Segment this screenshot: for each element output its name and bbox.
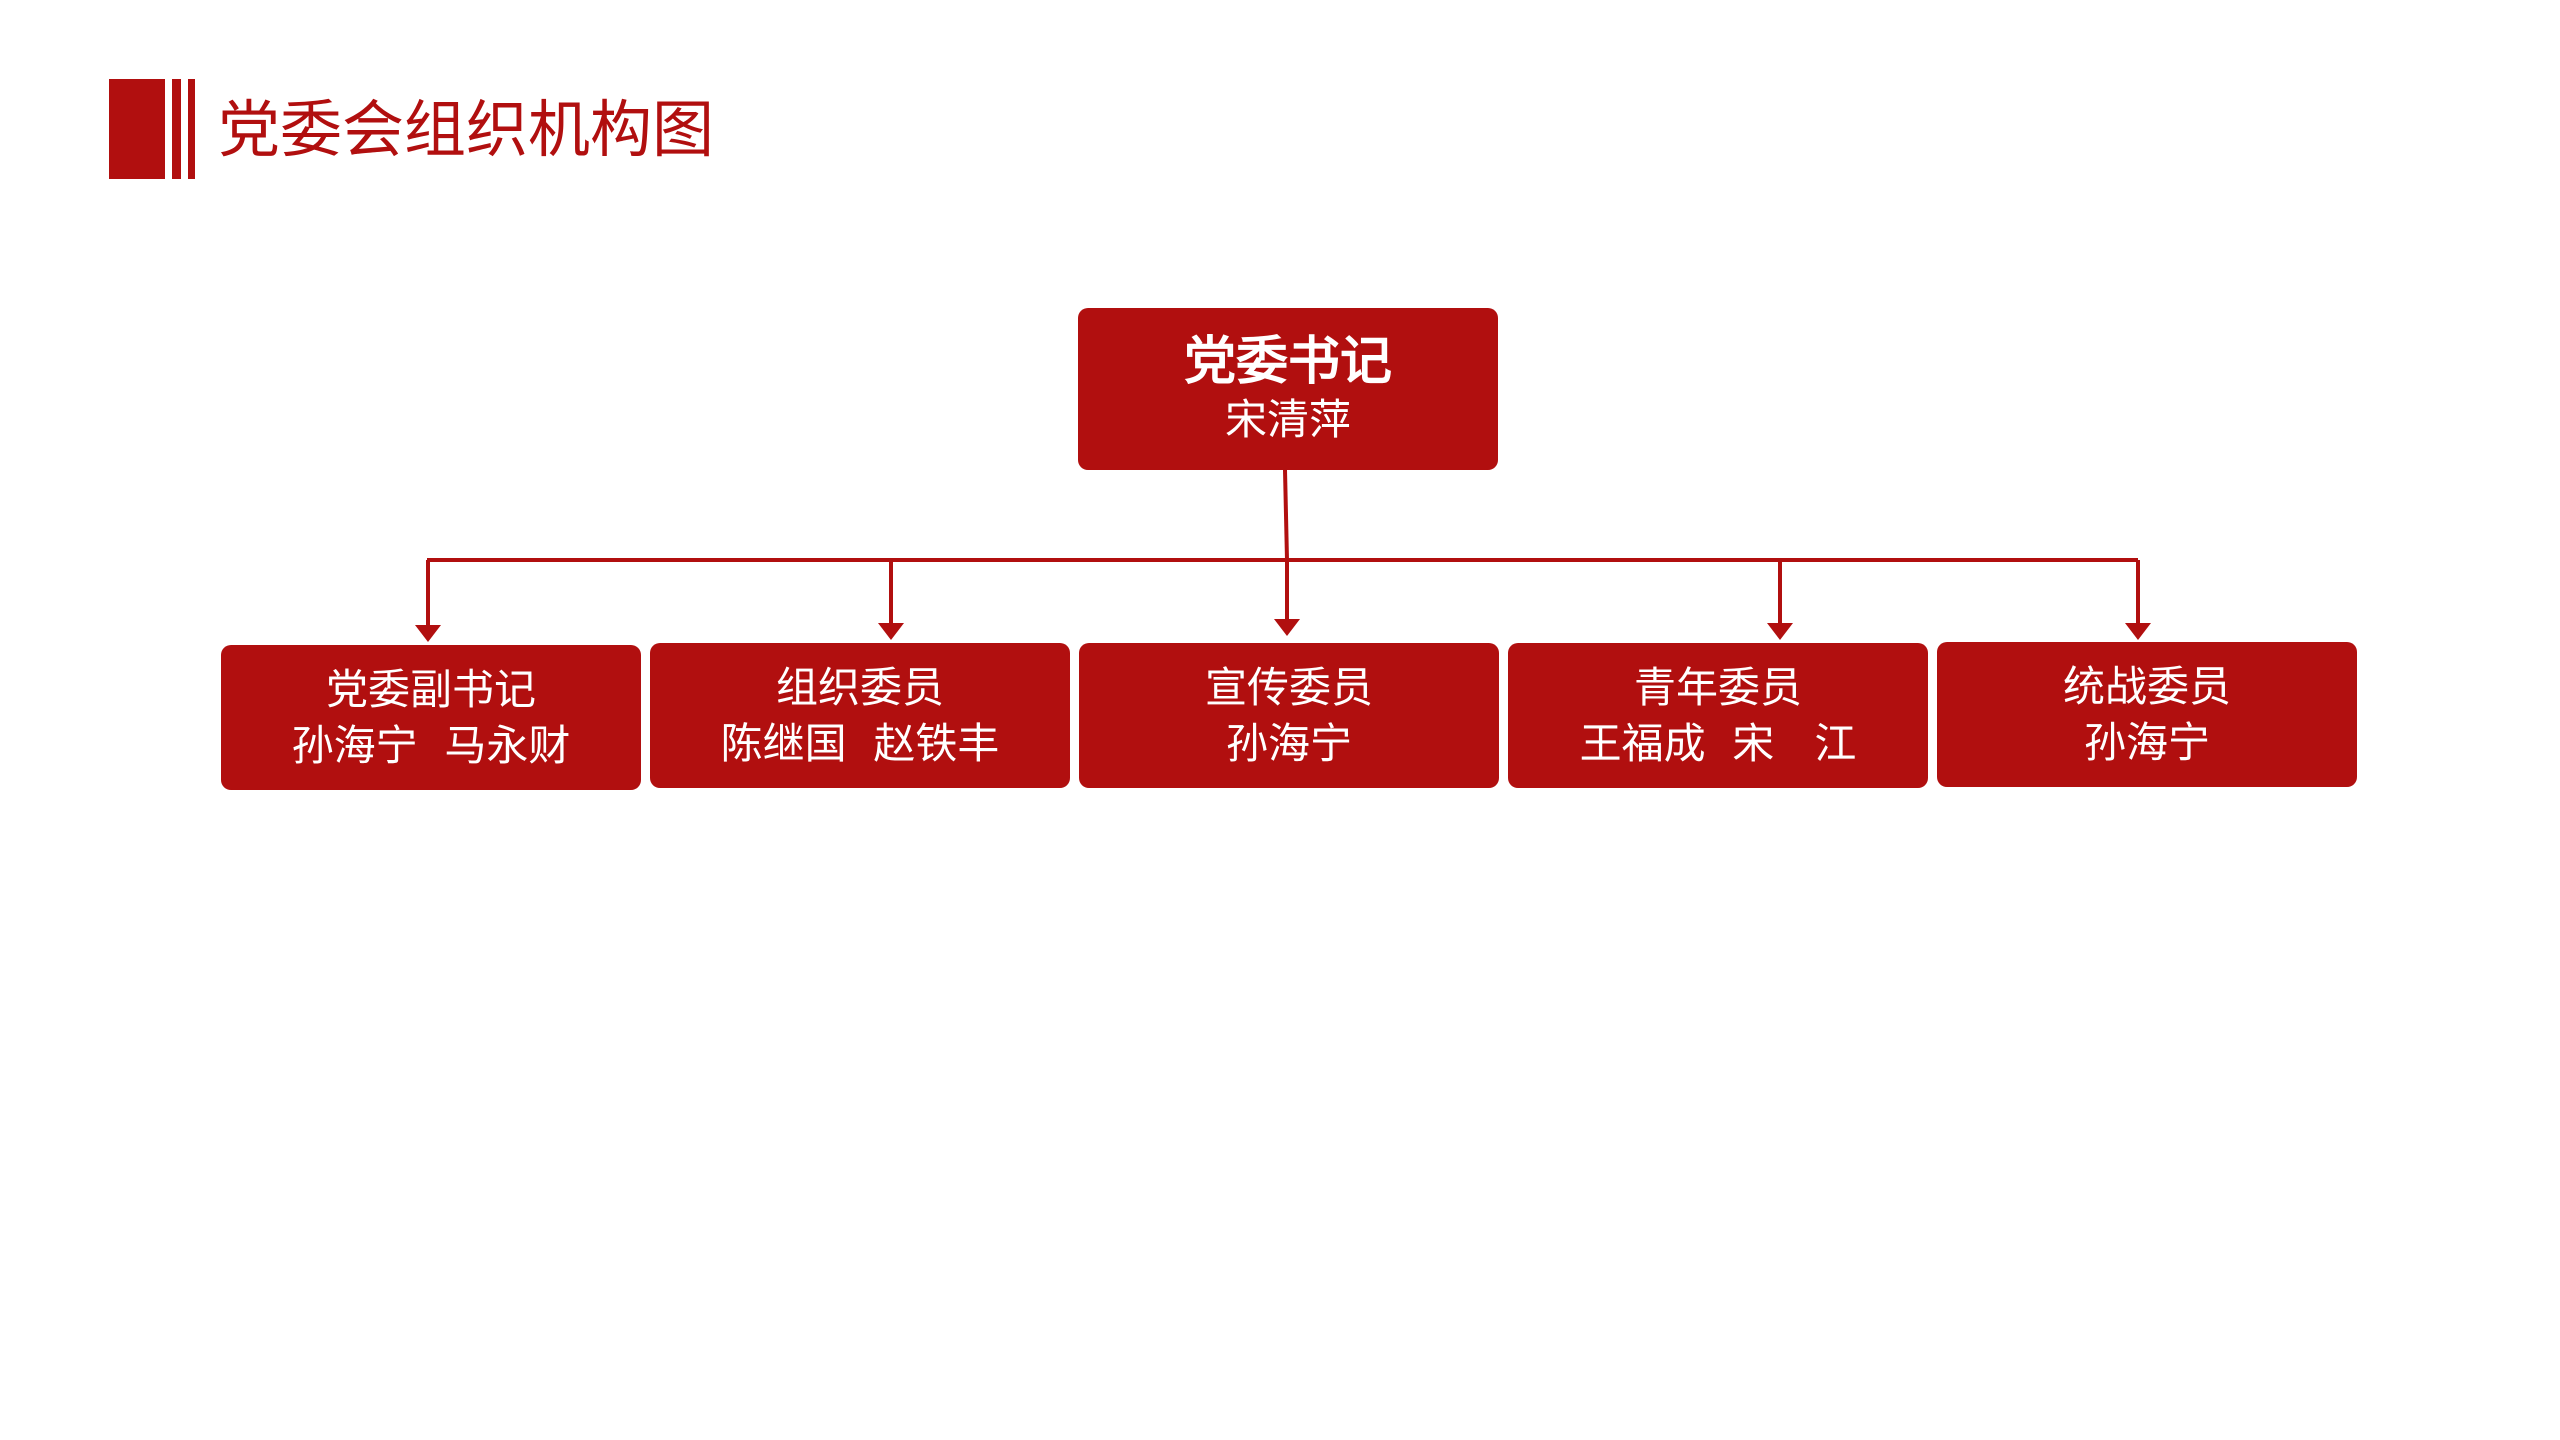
- node-role: 青年委员: [1633, 662, 1802, 712]
- node-names: 王福成 宋 江: [1579, 718, 1857, 768]
- node-united-front-member: 统战委员 孙海宁: [1937, 642, 2357, 787]
- node-youth-member: 青年委员 王福成 宋 江: [1508, 643, 1928, 788]
- node-party-secretary: 党委书记 宋清萍: [1078, 308, 1498, 470]
- node-names: 孙海宁 马永财: [291, 720, 571, 770]
- arrow-icon: [1274, 619, 1300, 636]
- arrow-icon: [415, 625, 441, 642]
- trunk-line: [1283, 469, 1289, 561]
- page-title: 党委会组织机构图: [218, 93, 715, 166]
- node-role: 组织委员: [775, 662, 944, 712]
- node-names: 宋清萍: [1224, 395, 1351, 444]
- node-names: 陈继国 赵铁丰: [720, 718, 1000, 768]
- node-deputy-secretary: 党委副书记 孙海宁 马永财: [221, 645, 641, 790]
- title-bar-thin: [188, 79, 195, 179]
- node-names: 孙海宁: [2083, 717, 2210, 767]
- node-role: 统战委员: [2062, 661, 2231, 711]
- node-role: 党委书记: [1183, 332, 1392, 392]
- title-bar-wide: [109, 79, 165, 179]
- node-propaganda-member: 宣传委员 孙海宁: [1079, 643, 1499, 788]
- node-organization-member: 组织委员 陈继国 赵铁丰: [650, 643, 1070, 788]
- arrow-icon: [1767, 623, 1793, 640]
- title-decoration: [109, 79, 197, 179]
- arrow-icon: [878, 623, 904, 640]
- title-bar-thin: [172, 79, 181, 179]
- node-role: 党委副书记: [325, 664, 536, 714]
- node-role: 宣传委员: [1204, 662, 1373, 712]
- node-names: 孙海宁: [1225, 718, 1352, 768]
- arrow-icon: [2125, 623, 2151, 640]
